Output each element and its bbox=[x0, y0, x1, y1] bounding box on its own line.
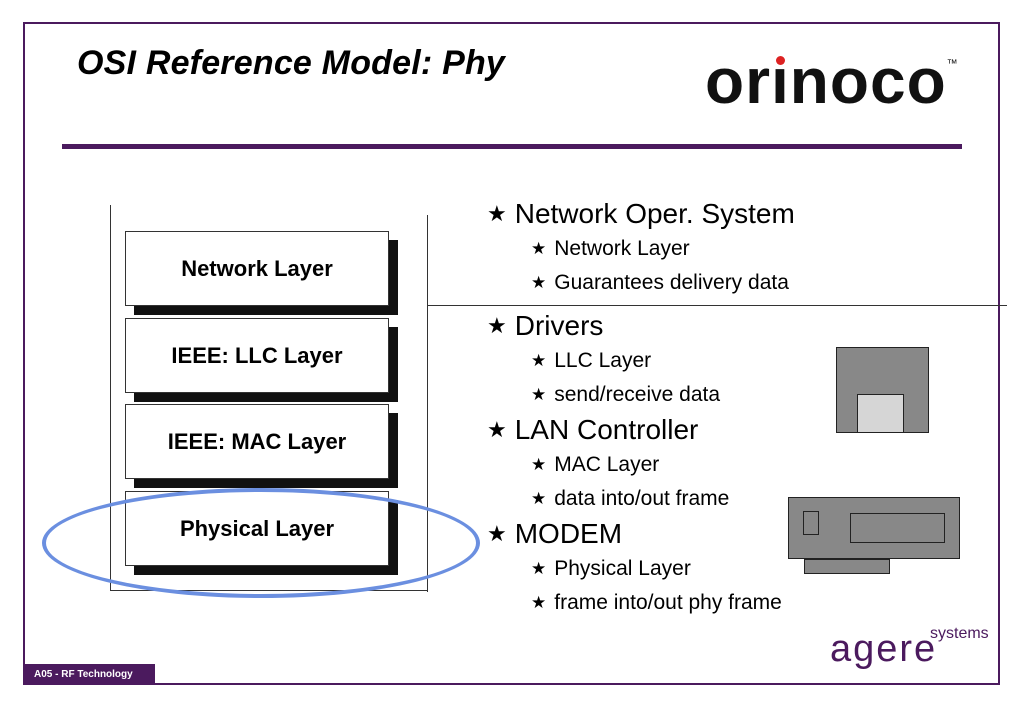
bullet-text: MODEM bbox=[514, 518, 623, 549]
sub-bullet-text: LLC Layer bbox=[554, 349, 652, 372]
star-icon: ★ bbox=[531, 351, 547, 370]
footer-label: A05 - RF Technology bbox=[25, 664, 155, 685]
sub-bullet: ★ frame into/out phy frame bbox=[487, 586, 847, 620]
star-icon: ★ bbox=[487, 417, 507, 442]
agere-logo: agere systems bbox=[830, 625, 989, 671]
lan-card-connector-icon bbox=[804, 559, 890, 574]
star-icon: ★ bbox=[531, 489, 547, 508]
physical-layer-highlight bbox=[42, 488, 480, 598]
section-divider bbox=[427, 305, 1007, 306]
sub-bullet: ★ Physical Layer bbox=[487, 552, 847, 586]
bullet-text: Network Oper. System bbox=[514, 198, 795, 229]
bullet-modem: ★ MODEM bbox=[487, 516, 847, 552]
sub-bullet: ★ Network Layer bbox=[487, 232, 847, 266]
sub-bullet-text: Network Layer bbox=[554, 237, 690, 260]
sub-bullet-text: frame into/out phy frame bbox=[554, 591, 782, 614]
lan-card-chip-icon bbox=[850, 513, 945, 543]
bullet-lan-controller: ★ LAN Controller bbox=[487, 412, 847, 448]
agere-word: agere bbox=[830, 628, 938, 670]
sub-bullet-text: Physical Layer bbox=[554, 557, 691, 580]
sub-bullet: ★ data into/out frame bbox=[487, 482, 847, 516]
sub-bullet-text: send/receive data bbox=[554, 383, 721, 406]
bullet-drivers: ★ Drivers bbox=[487, 308, 847, 344]
agere-systems-word: systems bbox=[930, 625, 989, 642]
sub-bullet: ★ MAC Layer bbox=[487, 448, 847, 482]
bullet-text: Drivers bbox=[514, 310, 604, 341]
agere-accent-line bbox=[998, 612, 1000, 636]
sub-bullet-text: data into/out frame bbox=[554, 487, 730, 510]
slide-frame bbox=[23, 22, 1000, 685]
star-icon: ★ bbox=[531, 559, 547, 578]
star-icon: ★ bbox=[531, 455, 547, 474]
stack-right-border bbox=[427, 215, 428, 592]
title-divider bbox=[62, 144, 962, 149]
bullet-network-os: ★ Network Oper. System bbox=[487, 196, 847, 232]
star-icon: ★ bbox=[487, 313, 507, 338]
star-icon: ★ bbox=[531, 273, 547, 292]
star-icon: ★ bbox=[531, 239, 547, 258]
sub-bullet-text: MAC Layer bbox=[554, 453, 660, 476]
layer-mac: IEEE: MAC Layer bbox=[125, 404, 389, 479]
stack-left-border bbox=[110, 205, 111, 590]
star-icon: ★ bbox=[487, 521, 507, 546]
sub-bullet: ★ Guarantees delivery data bbox=[487, 266, 847, 300]
slide-title: OSI Reference Model: Phy bbox=[77, 44, 506, 82]
sub-bullet: ★ send/receive data bbox=[487, 378, 847, 412]
layer-llc: IEEE: LLC Layer bbox=[125, 318, 389, 393]
sub-bullet-text: Guarantees delivery data bbox=[554, 271, 789, 294]
lan-card-port-icon bbox=[803, 511, 819, 535]
layer-network: Network Layer bbox=[125, 231, 389, 306]
orinoco-logo: orınoco™ bbox=[705, 45, 959, 117]
star-icon: ★ bbox=[531, 385, 547, 404]
bullet-text: LAN Controller bbox=[514, 414, 699, 445]
star-icon: ★ bbox=[487, 201, 507, 226]
sub-bullet: ★ LLC Layer bbox=[487, 344, 847, 378]
bullet-list: ★ Network Oper. System ★ Network Layer ★… bbox=[487, 196, 847, 620]
driver-disk-label-icon bbox=[857, 394, 904, 433]
star-icon: ★ bbox=[531, 593, 547, 612]
